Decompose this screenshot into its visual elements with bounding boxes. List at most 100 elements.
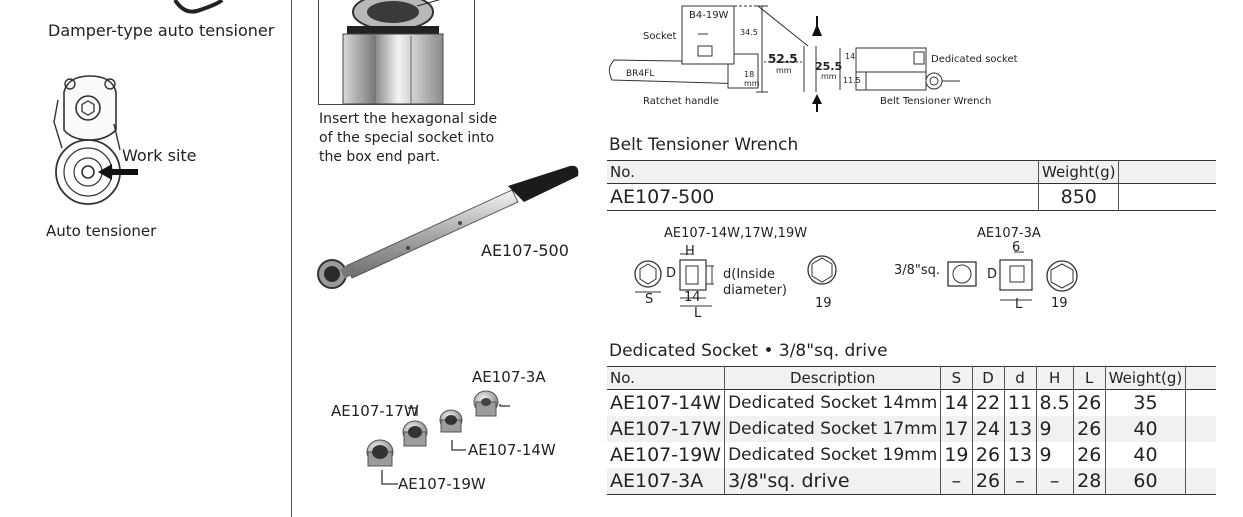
header-weight: Weight(g): [1037, 160, 1119, 184]
dim-label-d: D: [666, 266, 677, 281]
dim-label-l2: L: [1015, 297, 1023, 312]
dim-label-h: H: [685, 244, 695, 259]
diagram-ratchet-handle-label: Ratchet handle: [643, 96, 719, 107]
table-row: AE107-3A 3/8"sq. drive – 26 – – 28 60: [607, 468, 1216, 495]
diagram-dim-11-5: 11.5: [843, 76, 861, 85]
auto-tensioner-illustration: [50, 70, 170, 210]
wrench-spec-table: No. Weight(g) AE107-500 850: [607, 160, 1216, 211]
cell-l: 26: [1072, 416, 1106, 442]
header-d-inner: d: [1003, 366, 1036, 390]
cell-weight: 40: [1104, 442, 1186, 468]
cell-empty: [1185, 468, 1216, 495]
cell-d-inner: –: [1003, 468, 1036, 495]
cell-h: –: [1035, 468, 1074, 495]
diagram-belt-tensioner-wrench-label: Belt Tensioner Wrench: [880, 96, 992, 107]
header-no: No.: [610, 162, 635, 181]
cell-description: 3/8"sq. drive: [724, 468, 941, 495]
dim-label-19a: 19: [815, 296, 832, 311]
table-row: AE107-19W Dedicated Socket 19mm 19 26 13…: [607, 442, 1216, 468]
instruction-line: Insert the hexagonal side: [319, 111, 498, 127]
diagram-socket-label: Socket: [643, 31, 677, 42]
column-divider: [291, 0, 292, 517]
header-s: S: [940, 366, 972, 390]
cell-h: 9: [1035, 416, 1074, 442]
diagram-dedicated-socket-label: Dedicated socket: [931, 54, 1018, 65]
socket-dimension-drawings: [630, 244, 1090, 316]
cell-s: 17: [940, 416, 972, 442]
header-no: No.: [610, 368, 635, 387]
diagram-br4fl-label: BR4FL: [626, 69, 655, 79]
diagram-dim-mm: mm: [744, 79, 760, 88]
header-description: Description: [724, 366, 941, 390]
belt-tensioner-wrench-photo: [312, 162, 587, 297]
dim-label-19b: 19: [1051, 296, 1068, 311]
dim-label-s: S: [645, 292, 654, 307]
dim-label-14: 14: [684, 290, 701, 305]
dim-label-sq: 3/8"sq.: [894, 263, 941, 278]
damper-tensioner-caption: Damper-type auto tensioner: [48, 21, 275, 40]
cell-no: AE107-3A: [610, 469, 704, 492]
cell-d-outer: 22: [971, 389, 1004, 416]
damper-tensioner-illustration: [170, 0, 230, 16]
table-header-row: No. Weight(g): [607, 160, 1216, 184]
header-h: H: [1035, 366, 1074, 390]
socket-drawing-title-b: AE107-3A: [977, 226, 1041, 241]
cell-description: Dedicated Socket 19mm: [724, 442, 941, 468]
dedicated-sockets-photo: [360, 380, 560, 490]
cell-no: AE107-19W: [610, 443, 722, 466]
cell-h: 8.5: [1035, 389, 1074, 416]
cell-weight: 850: [1037, 183, 1119, 211]
cell-s: 14: [940, 389, 972, 416]
cell-no: AE107-17W: [610, 417, 722, 440]
cell-empty: [1118, 183, 1216, 211]
cell-weight: 40: [1104, 416, 1186, 442]
cell-d-inner: 13: [1003, 442, 1036, 468]
header-weight: Weight(g): [1104, 366, 1186, 390]
diagram-dim-52-5: 52.5: [768, 52, 798, 66]
header-empty: [1185, 366, 1216, 390]
cell-h: 9: [1035, 442, 1074, 468]
diagram-dim-18: 18: [744, 70, 755, 79]
socket-label-19w: AE107-19W: [398, 475, 486, 493]
instruction-line: of the special socket into: [319, 130, 495, 146]
dim-label-d2: D: [987, 267, 998, 282]
cell-description: Dedicated Socket 14mm: [724, 389, 941, 416]
cell-l: 26: [1072, 389, 1106, 416]
dim-label-d-inside-1: d(Inside: [723, 267, 776, 282]
header-d-outer: D: [971, 366, 1004, 390]
table-row: AE107-14W Dedicated Socket 14mm 14 22 11…: [607, 389, 1216, 416]
cell-l: 26: [1072, 442, 1106, 468]
wrench-table-title: Belt Tensioner Wrench: [609, 135, 799, 155]
dim-label-d-inside-2: diameter): [723, 283, 788, 298]
table-row: AE107-17W Dedicated Socket 17mm 17 24 13…: [607, 416, 1216, 442]
cell-d-outer: 24: [971, 416, 1004, 442]
cell-d-outer: 26: [971, 468, 1004, 495]
diagram-dim-25-5-mm: mm: [821, 72, 837, 81]
cell-no: AE107-14W: [610, 391, 722, 414]
assembly-dimension-diagram: [608, 0, 1028, 112]
diagram-b4-19w-label: B4-19W: [689, 10, 729, 21]
diagram-dim-14: 14: [845, 52, 856, 61]
socket-label-17w: AE107-17W: [331, 402, 419, 420]
cell-empty: [1185, 442, 1216, 468]
wrench-model-label: AE107-500: [481, 241, 569, 260]
cell-no: AE107-500: [610, 185, 715, 208]
cell-s: 19: [940, 442, 972, 468]
work-site-label: Work site: [122, 146, 197, 165]
socket-spec-table: No. Description S D d H L Weight(g) AE10…: [607, 366, 1216, 495]
cell-empty: [1185, 416, 1216, 442]
cell-weight: 60: [1104, 468, 1186, 495]
cell-d-inner: 11: [1003, 389, 1036, 416]
auto-tensioner-caption: Auto tensioner: [46, 222, 157, 240]
table-header-row: No. Description S D d H L Weight(g): [607, 366, 1216, 390]
cell-d-outer: 26: [971, 442, 1004, 468]
cell-l: 28: [1072, 468, 1106, 495]
diagram-dim-34-5: 34.5: [740, 28, 758, 37]
socket-table-title: Dedicated Socket • 3/8"sq. drive: [609, 341, 888, 361]
cell-description: Dedicated Socket 17mm: [724, 416, 941, 442]
dim-label-l: L: [694, 306, 702, 321]
cell-d-inner: 13: [1003, 416, 1036, 442]
table-row: AE107-500 850: [607, 183, 1216, 211]
dim-label-6: 6: [1012, 240, 1021, 255]
diagram-dim-52-5-mm: mm: [776, 66, 792, 75]
